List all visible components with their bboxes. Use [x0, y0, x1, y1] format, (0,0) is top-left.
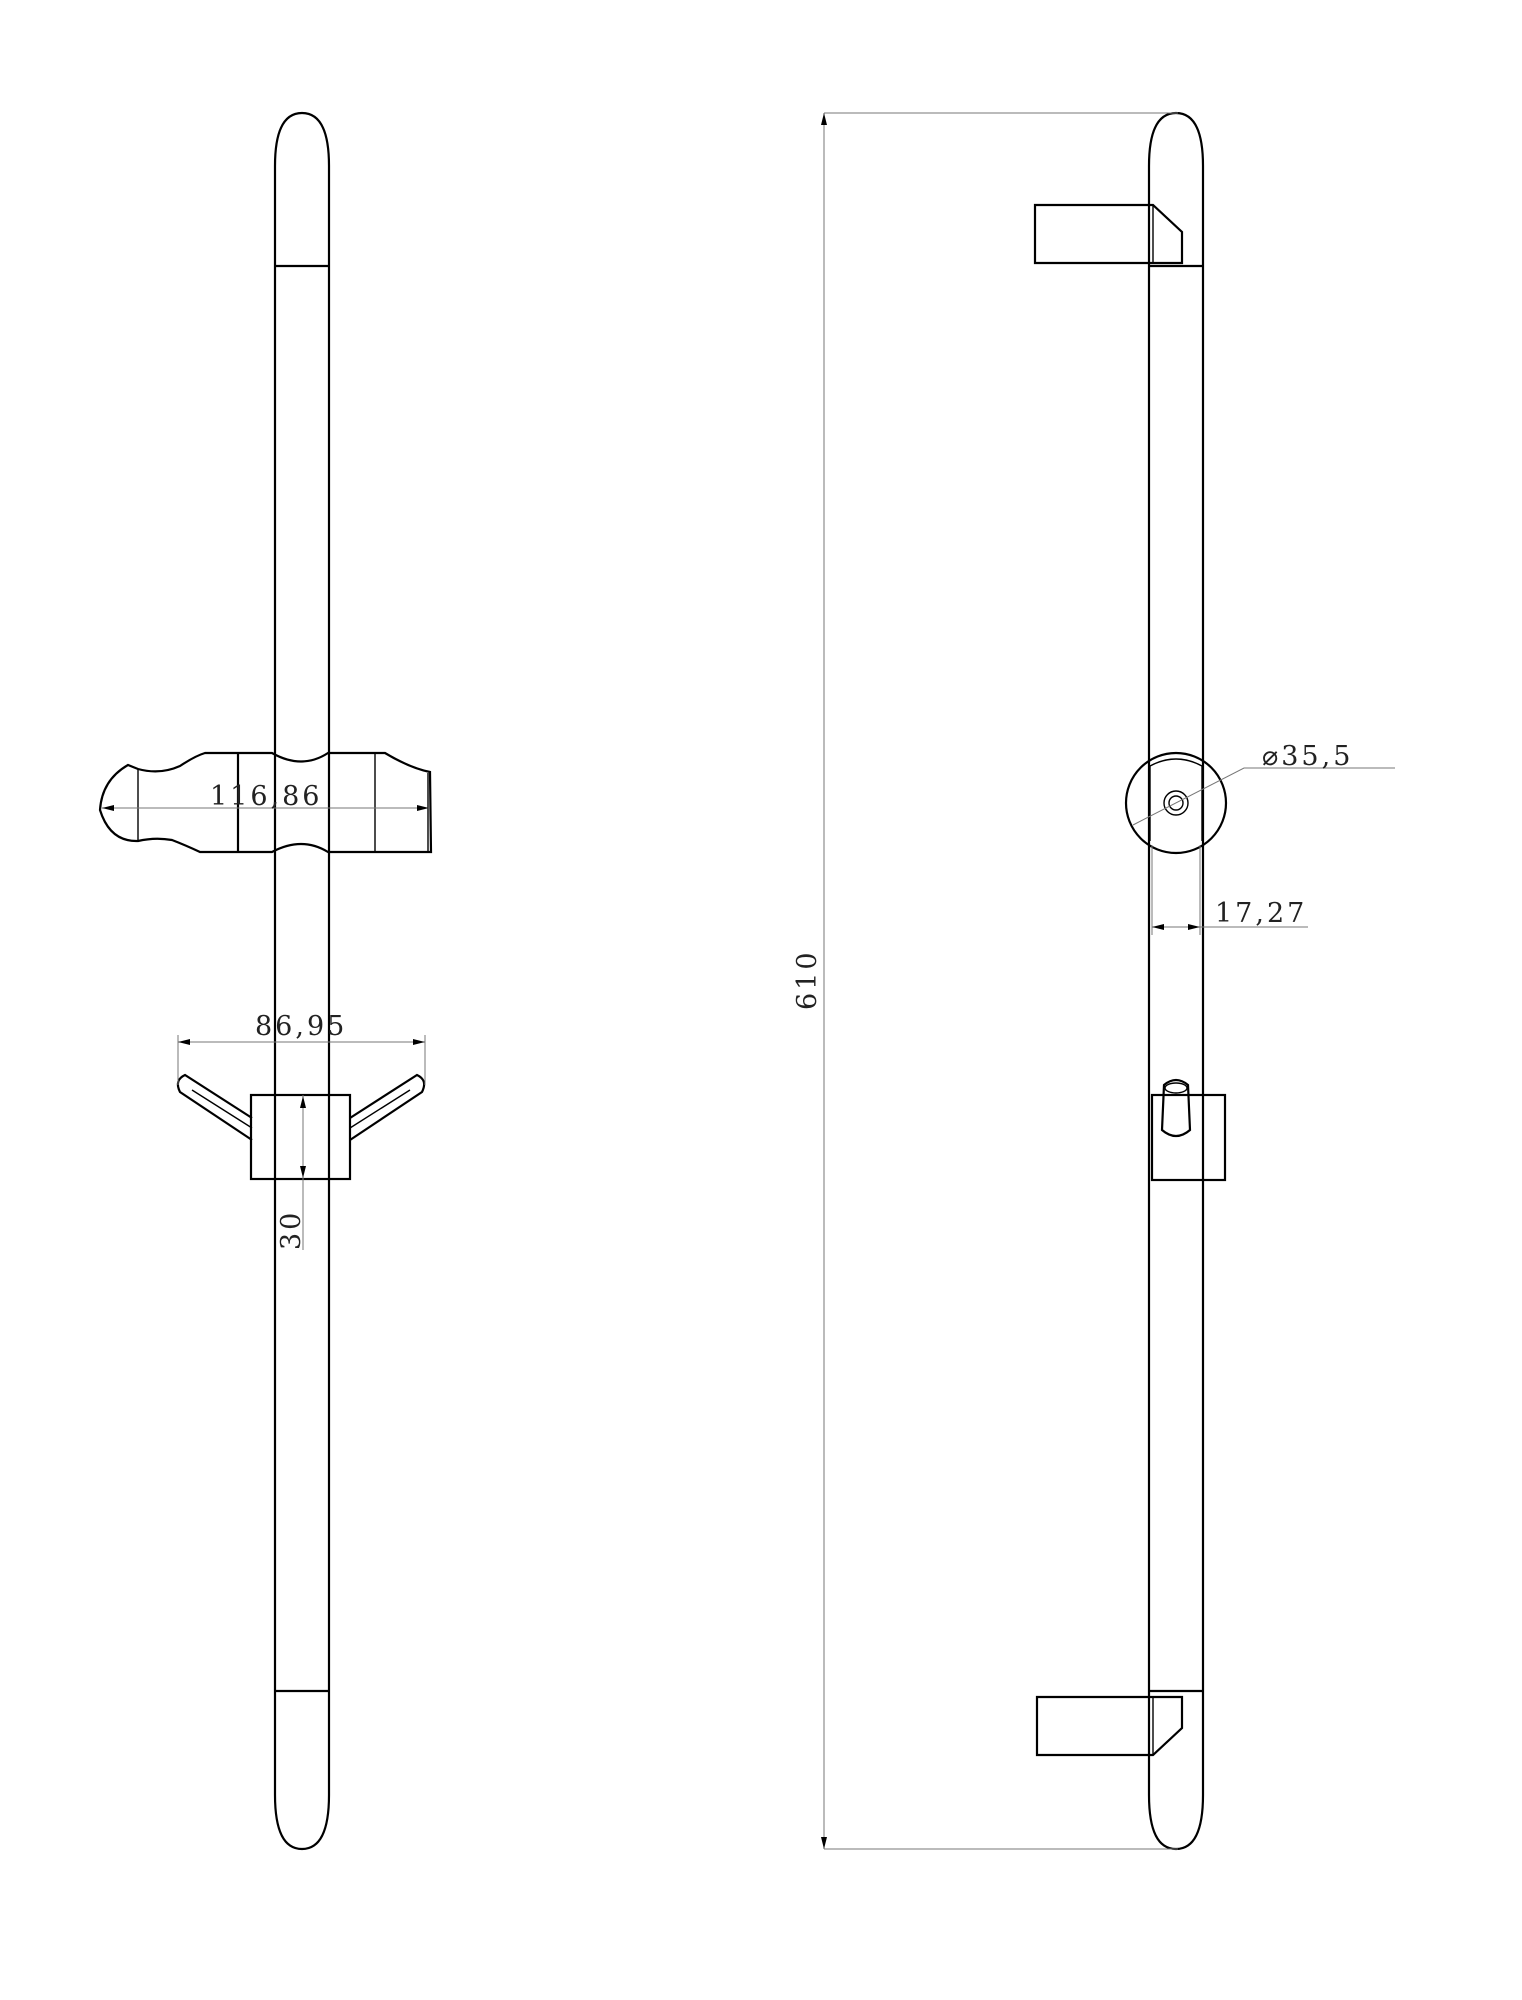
hook-knob-top: [1164, 1082, 1188, 1094]
right-hook-edge: [349, 1089, 411, 1129]
hook-knob: [1160, 1078, 1192, 1138]
arrow-icon: [1188, 924, 1200, 930]
arrow-icon: [821, 113, 827, 125]
side-view: ⌀35,5 17,27 610: [792, 111, 1395, 1851]
hook-span-label: 86,95: [255, 1011, 347, 1042]
left-hook-edge: [191, 1089, 253, 1129]
hook-block: [249, 1093, 352, 1181]
slider-body: [98, 751, 433, 854]
arrow-icon: [413, 1039, 425, 1045]
arrow-icon: [417, 805, 429, 811]
bottom-wall-bracket: [1035, 1695, 1184, 1757]
side-rail: [1147, 111, 1205, 1851]
top-wall-bracket: [1033, 203, 1184, 265]
disc-rail-channel: [1149, 758, 1203, 841]
right-hook: [349, 1073, 426, 1141]
disc-diameter-label: ⌀35,5: [1262, 741, 1353, 772]
arrow-icon: [102, 805, 114, 811]
front-view: 116,86 86,95 30: [98, 111, 433, 1851]
slider-width-label: 116,86: [210, 781, 322, 812]
disc-hole: [1168, 795, 1184, 811]
arrow-icon: [300, 1166, 306, 1178]
arrow-icon: [1152, 924, 1164, 930]
block-height-label: 30: [276, 1210, 307, 1250]
overall-length-label: 610: [792, 949, 823, 1010]
diameter-leader-line: [1132, 767, 1395, 826]
disc-ring: [1163, 790, 1189, 816]
left-hook: [176, 1073, 253, 1141]
arrow-icon: [178, 1039, 190, 1045]
arrow-icon: [821, 1837, 827, 1849]
front-rail: [273, 111, 331, 1851]
rail-depth-label: 17,27: [1215, 898, 1307, 929]
slider-disc: [1124, 751, 1228, 855]
arrow-icon: [300, 1096, 306, 1108]
